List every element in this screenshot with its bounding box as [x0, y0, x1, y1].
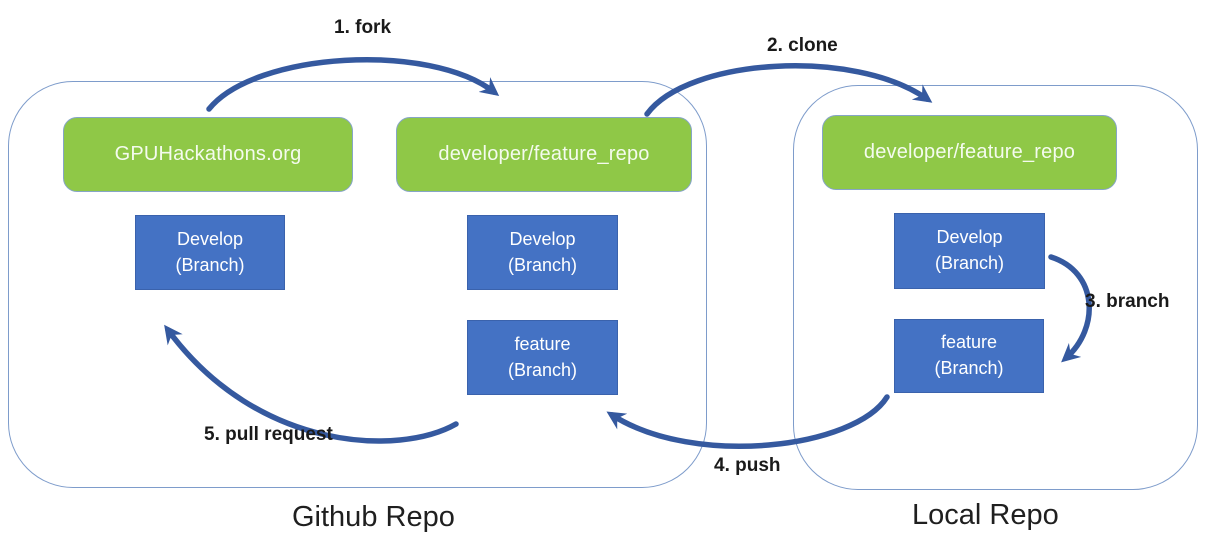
local-repo-label: Local Repo: [912, 499, 1059, 531]
pull-request-step-label: 5. pull request: [204, 424, 333, 445]
github-origin-repo-label: GPUHackathons.org: [114, 143, 302, 165]
github-fork-develop-branch-box: Develop (Branch): [467, 215, 618, 290]
local-clone-repo-box: developer/feature_repo: [822, 115, 1117, 190]
github-origin-repo-box: GPUHackathons.org: [63, 117, 353, 192]
push-step-label: 4. push: [714, 455, 781, 476]
branch-label-line1: Develop: [936, 227, 1003, 248]
local-repo-container: [793, 85, 1198, 490]
branch-label-line2: (Branch): [507, 359, 578, 380]
branch-label-line1: Develop: [509, 228, 576, 249]
github-fork-repo-box: developer/feature_repo: [396, 117, 692, 192]
fork-step-label: 1. fork: [334, 17, 392, 38]
clone-step-label: 2. clone: [767, 35, 838, 56]
github-repo-label: Github Repo: [292, 501, 455, 533]
local-clone-repo-label: developer/feature_repo: [863, 141, 1076, 163]
local-develop-branch-box: Develop (Branch): [894, 213, 1045, 289]
branch-label-line1: Develop: [176, 228, 244, 249]
branch-step-label: 3. branch: [1085, 291, 1170, 312]
branch-label-line1: feature: [514, 333, 571, 354]
branch-label-line2: (Branch): [934, 253, 1005, 273]
branch-label-line2: (Branch): [934, 358, 1004, 378]
branch-label-line2: (Branch): [175, 254, 245, 275]
github-origin-develop-branch-box: Develop (Branch): [135, 215, 285, 290]
local-feature-branch-box: feature (Branch): [894, 319, 1044, 393]
branch-label-line1: feature: [940, 332, 998, 353]
github-fork-repo-label: developer/feature_repo: [438, 143, 650, 165]
github-fork-feature-branch-box: feature (Branch): [467, 320, 618, 395]
branch-label-line2: (Branch): [507, 254, 578, 275]
